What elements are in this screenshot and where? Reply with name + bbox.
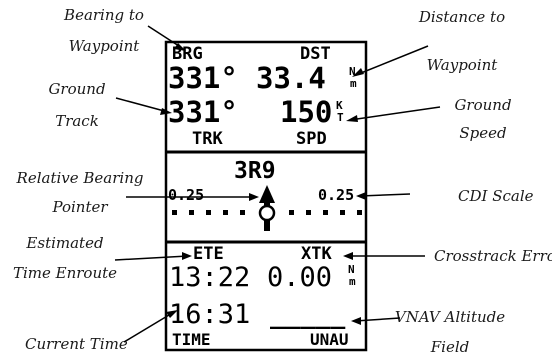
distance-unit-top: N [349,65,356,78]
xtk-unit-bottom: m [349,275,356,288]
callout-ground-speed: Ground Speed [349,96,512,142]
callout-bearing-line1: Bearing to [63,6,144,24]
leader-line [147,25,183,49]
arrowheads [160,43,366,325]
cdi-dot [240,210,245,215]
cdi-dot [206,210,211,215]
leader-line [354,317,401,322]
ete-value: 13:22 [169,262,250,293]
vnav-altitude-value: _____ [270,300,346,329]
callout-rbp-line2: Pointer [51,198,108,216]
arrowhead-icon [174,43,186,51]
arrowhead-icon [356,192,366,200]
current-time-value: 16:31 [169,299,250,330]
leader-line [114,255,189,261]
arrowhead-icon [166,310,178,318]
spd-label: SPD [296,129,327,149]
waypoint-id: 3R9 [234,158,276,184]
callout-cdi-scale-text: CDI Scale [458,187,534,205]
arrowhead-icon [351,317,361,325]
xtk-value: 0.00 [267,262,332,293]
leader-line [359,193,411,197]
cdi-dot [189,210,194,215]
arrowhead-icon [343,252,353,260]
distance-unit-nm: N m [349,65,357,90]
course-deviation-circle [258,204,276,222]
leader-line [123,311,175,343]
callout-bearing-to-waypoint: Bearing to Waypoint [63,6,183,55]
relative-bearing-pointer-icon [258,185,276,231]
bearing-value: 331° [168,61,238,95]
track-value: 331° [168,95,238,129]
dst-label: DST [300,44,331,64]
distance-unit-bottom: m [350,77,357,90]
xtk-unit-top: N [348,263,355,276]
leader-line [349,106,441,121]
callout-vnav-line1: VNAV Altitude [395,308,505,326]
arrowhead-icon [249,193,259,201]
arrowhead-icon [346,115,358,122]
callout-ground-track-line2: Track [55,112,99,130]
callout-cdi-scale: CDI Scale [359,187,534,205]
cdi-dot [323,210,328,215]
xtk-unit-nm: N m [348,263,356,288]
callout-vnav-altitude-field: VNAV Altitude Field [354,308,505,356]
callout-ete-line1: Estimated [25,234,103,252]
callout-ground-track: Ground Track [48,80,169,130]
cdi-right-scale: 0.25 [318,186,354,204]
callout-crosstrack-error: Crosstrack Error [347,247,552,265]
callout-ground-track-line1: Ground [48,80,105,98]
callout-ete-line2: Time Enroute [13,264,117,282]
callout-current-time-text: Current Time [25,335,128,353]
time-label: TIME [172,330,211,349]
callout-vnav-line2: Field [430,338,469,356]
speed-value: 150 [280,95,332,129]
arrowhead-icon [160,108,172,115]
distance-value: 33.4 [256,61,326,95]
cdi-dot [172,210,177,215]
speed-unit-kt: K T [336,99,344,124]
cdi-dot-scale [172,210,362,215]
callout-relative-bearing-pointer: Relative Bearing Pointer [16,169,255,216]
cdi-left-scale: 0.25 [168,186,204,204]
leader-line [115,97,169,113]
callout-estimated-time-enroute: Estimated Time Enroute [13,234,189,282]
callout-distance-to-waypoint: Distance to Waypoint [355,8,505,76]
callout-ground-speed-line2: Speed [459,124,506,142]
callout-distance-line1: Distance to [418,8,505,26]
ete-label: ETE [193,244,224,264]
callout-rbp-line1: Relative Bearing [16,169,144,187]
callout-distance-line2: Waypoint [427,56,499,74]
vnav-label: UNAU [310,330,349,349]
cdi-dot [289,210,294,215]
callout-bearing-line2: Waypoint [69,37,141,55]
callout-crosstrack-text: Crosstrack Error [434,247,552,265]
arrowhead-icon [182,252,192,260]
cdi-dot [306,210,311,215]
cdi-dot [223,210,228,215]
callout-current-time: Current Time [25,311,175,353]
cdi-dot [357,210,362,215]
callout-ground-speed-line1: Ground [454,96,511,114]
speed-unit-bottom: T [337,111,344,124]
trk-label: TRK [192,129,223,149]
leader-line [355,45,429,76]
xtk-label: XTK [301,244,332,264]
cdi-dot [340,210,345,215]
speed-unit-top: K [336,99,343,112]
pointer-head [259,185,275,203]
arrowhead-icon [352,68,364,77]
